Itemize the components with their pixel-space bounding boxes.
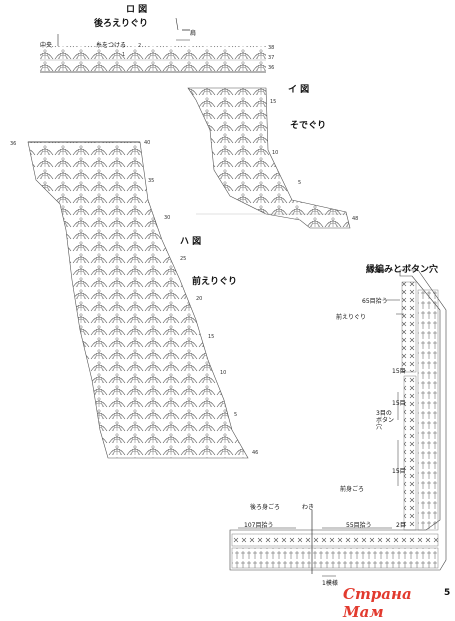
row15-c: 15目 [392,468,406,475]
ha-row-30: 30 [164,215,171,221]
center-label: 中央 [40,42,53,49]
front-neckline-label-2: 前えりぐり [336,314,367,321]
shoulder-label: 肩 [190,30,197,37]
i-row-5: 5 [298,180,302,186]
left-top-row: 36 [10,141,17,147]
pick65-label: 65目拾う [362,298,388,305]
pick107-label: 107目拾う [244,522,274,529]
ha-row-25: 25 [180,256,187,262]
fig-ha-label: ハ 図 [180,237,202,247]
one-pattern-label: 1模様 [322,580,338,587]
ha-row-20: 20 [196,296,203,302]
armhole-chart [187,87,351,229]
row15-a: 15目 [392,368,406,375]
ha-row-10: 10 [220,370,227,376]
ha-row-46: 46 [252,450,259,456]
fig-i-label: イ 図 [288,85,310,95]
front-neckline-chart [27,141,249,459]
back-neckline-chart [40,17,266,73]
ro-row-36: 36 [268,65,275,71]
watermark-text: Страна Мам [343,585,412,621]
ha-row-15: 15 [208,334,215,340]
back-neckline-label: 後ろえりぐり [94,19,149,29]
ro-row-37: 37 [268,55,275,61]
fig-ro-label: ロ 図 [126,5,148,15]
i-row-48: 48 [352,216,359,222]
ha-row-5: 5 [234,412,238,418]
attach-yarn-label: 糸をつける [96,42,127,49]
edging-diagram [229,269,447,577]
front-body-label: 前身ごろ [340,486,365,493]
i-row-15: 15 [270,99,277,105]
row2-label: 2目 [396,522,406,529]
row15-b: 15目 [392,400,406,407]
ha-row-35: 35 [148,178,155,184]
page-mark: 5 [444,588,451,598]
front-neckline-label: 前えりぐり [192,277,238,287]
ro-row-1: 1 [122,52,126,58]
armhole-label: そでぐり [290,121,327,131]
ha-row-40: 40 [144,140,151,146]
side-label: わき [302,504,315,511]
ro-row-38: 38 [268,45,275,51]
buttonhole-label: 3目のボタン穴 [376,410,395,431]
edging-title: 縁編みとボタン穴 [366,265,439,275]
back-body-label: 後ろ身ごろ [250,504,281,511]
ro-row-2: 2 [138,43,142,49]
i-row-10: 10 [272,150,279,156]
pick55-label: 55目拾う [346,522,372,529]
